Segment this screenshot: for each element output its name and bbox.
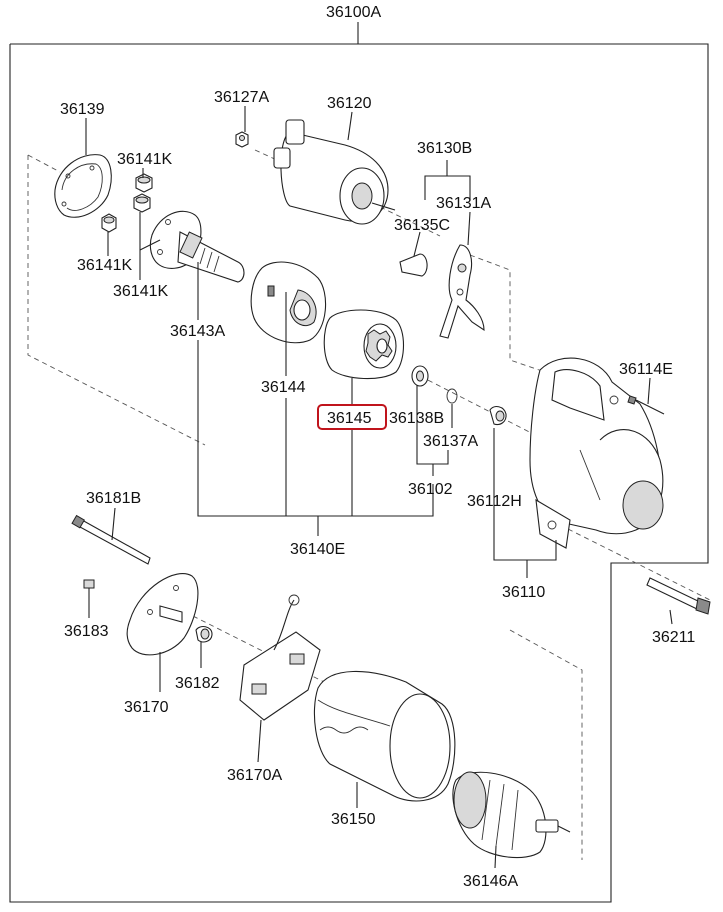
label-36146A: 36146A	[463, 873, 518, 890]
part-36145-pinion	[323, 309, 405, 380]
part-36150-yoke	[313, 670, 456, 802]
part-36143A-shaft	[149, 210, 245, 283]
label-36114E: 36114E	[619, 361, 673, 378]
label-36102: 36102	[408, 481, 453, 498]
label-36131A: 36131A	[436, 195, 491, 212]
part-36183-screw	[83, 579, 95, 598]
part-36141K-nuts	[101, 173, 153, 233]
label-36140E: 36140E	[290, 541, 345, 558]
part-36181B-through-bolt	[71, 514, 151, 565]
label-36145: 36145	[327, 410, 372, 427]
part-36170-rear-bracket	[126, 573, 199, 656]
label-36100A: 36100A	[326, 4, 381, 21]
part-36127A-nut	[235, 131, 249, 148]
part-36182-bushing	[195, 625, 213, 643]
part-36112H-bush	[489, 405, 507, 426]
label-36112H: 36112H	[467, 493, 522, 510]
label-36141K-a: 36141K	[117, 151, 172, 168]
assembly-frame	[9, 22, 709, 903]
part-36114E-bolt	[627, 395, 665, 415]
label-36143A: 36143A	[170, 323, 225, 340]
part-36120-solenoid	[273, 119, 396, 225]
label-36182: 36182	[175, 675, 220, 692]
label-36139: 36139	[60, 101, 105, 118]
highlight-box-36145	[317, 404, 387, 430]
centre-lines	[27, 149, 711, 860]
label-36211: 36211	[652, 629, 695, 646]
part-36144-clutch-housing	[250, 261, 327, 344]
label-36130B: 36130B	[417, 140, 472, 157]
part-36211-bolt	[646, 577, 711, 615]
label-36127A: 36127A	[214, 89, 269, 106]
part-36139-cover	[54, 154, 112, 218]
label-36135C: 36135C	[394, 217, 450, 234]
label-36110: 36110	[502, 584, 545, 601]
label-36181B: 36181B	[86, 490, 141, 507]
label-36144: 36144	[261, 379, 306, 396]
label-36170: 36170	[124, 699, 169, 716]
part-36137A-ring	[446, 388, 458, 404]
part-36170A-brush-holder	[239, 594, 321, 721]
label-36120: 36120	[327, 95, 372, 112]
part-36138B-washer	[411, 365, 429, 387]
label-36137A: 36137A	[423, 433, 478, 450]
part-36110-front-housing	[529, 357, 664, 549]
callout-labels: 36100A 36139 36127A 36120 36130B 36141K …	[60, 4, 695, 890]
part-36146A-armature	[452, 771, 571, 859]
label-36141K-b: 36141K	[77, 257, 132, 274]
leader-lines	[85, 106, 673, 869]
label-36138B: 36138B	[389, 410, 444, 427]
part-36130B-lever	[399, 244, 485, 339]
label-36183: 36183	[64, 623, 109, 640]
label-36141K-c: 36141K	[113, 283, 168, 300]
label-36150: 36150	[331, 811, 376, 828]
label-36170A: 36170A	[227, 767, 282, 784]
